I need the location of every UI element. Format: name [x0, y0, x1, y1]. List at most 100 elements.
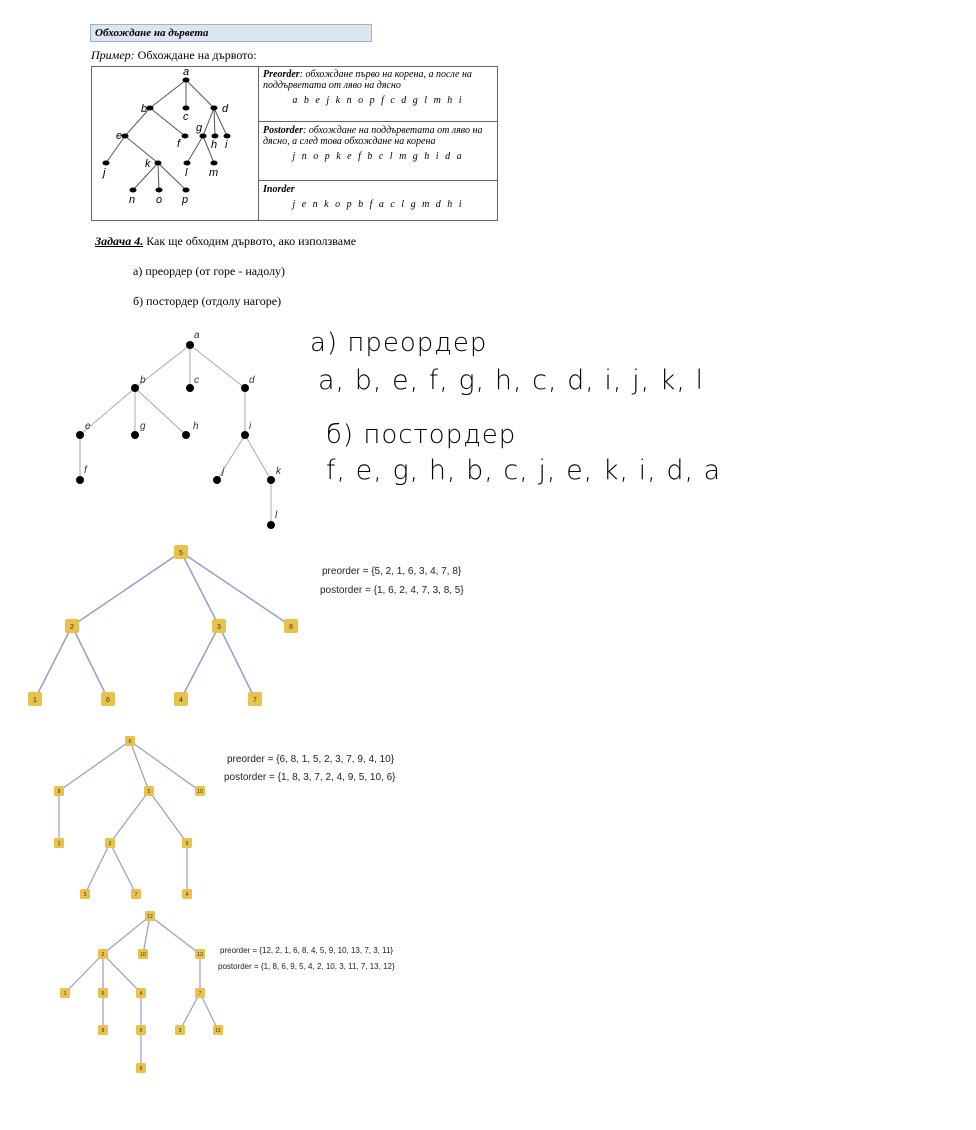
tree-node — [195, 786, 205, 796]
tree3-preorder: preorder = {12, 2, 1, 6, 8, 4, 5, 9, 10,… — [220, 946, 394, 955]
tree-node — [131, 431, 139, 439]
node-label: k — [276, 466, 282, 477]
tree1-postorder: postorder = {1, 6, 2, 4, 7, 3, 8, 5} — [320, 585, 464, 596]
tree-node — [65, 619, 79, 633]
tree1-preorder: preorder = {5, 2, 1, 6, 3, 4, 7, 8} — [322, 566, 462, 577]
tree-node — [105, 838, 115, 848]
node-label: e — [116, 130, 122, 142]
node-label: 1 — [33, 697, 37, 704]
tree-node — [54, 838, 64, 848]
task-title: Задача 4. — [95, 234, 144, 248]
tree-node — [76, 431, 84, 439]
tree-node — [138, 949, 148, 959]
inorder-name: Inorder — [263, 184, 295, 195]
node-label: 6 — [129, 739, 132, 745]
tree3-diagram: 12 2 10 13 1 6 4 7 8 5 3 11 9 — [60, 911, 223, 1073]
tree-node — [145, 911, 155, 921]
node-label: e — [85, 421, 91, 432]
node-label: f — [84, 465, 88, 476]
tree-node — [102, 160, 110, 166]
node-label: a — [183, 67, 189, 78]
tree-node — [136, 1025, 146, 1035]
node-label: 7 — [199, 991, 202, 997]
tree3-postorder: postorder = {1, 8, 6, 9, 5, 4, 2, 10, 3,… — [218, 962, 395, 971]
node-label: 8 — [289, 624, 293, 631]
tree-node — [182, 77, 190, 83]
tree-node — [183, 160, 191, 166]
node-label: 9 — [186, 841, 189, 847]
preorder-desc: : обхождане първо на корена, а после на … — [263, 69, 472, 91]
task-tree-diagram: a b c d e f g h i j k l — [76, 330, 282, 529]
node-label: 6 — [106, 697, 110, 704]
tree-node — [54, 786, 64, 796]
tree-node — [212, 619, 226, 633]
node-label: 11 — [215, 1028, 220, 1034]
tree-node — [174, 692, 188, 706]
tree-node — [125, 736, 135, 746]
node-label: 8 — [102, 1028, 105, 1034]
example-table: a b c d e f g h i j k l m n o p Preorder… — [91, 66, 498, 221]
tree-node — [155, 187, 163, 193]
node-label: 4 — [179, 697, 183, 704]
node-label: o — [156, 194, 162, 206]
task-option-a: а) преордер (от горе - надолу) — [133, 264, 286, 278]
postorder-name: Postorder — [263, 125, 303, 136]
tree-node — [223, 133, 231, 139]
node-label: 2 — [102, 952, 105, 958]
tree2-preorder: preorder = {6, 8, 1, 5, 2, 3, 7, 9, 4, 1… — [227, 754, 395, 765]
tree-node — [136, 1063, 146, 1073]
tree-node — [210, 105, 218, 111]
node-label: l — [185, 167, 188, 179]
tree-node — [154, 160, 162, 166]
node-label: 8 — [58, 789, 61, 795]
node-label: j — [101, 167, 106, 179]
tree-node — [210, 160, 218, 166]
node-label: 5 — [179, 550, 183, 557]
tree-node — [182, 838, 192, 848]
node-label: b — [140, 375, 146, 386]
tree-node — [182, 105, 190, 111]
node-label: 3 — [84, 892, 87, 898]
inorder-row: Inorder j e n k o p b f a c l g m d h i — [259, 182, 497, 220]
node-label: 4 — [140, 991, 143, 997]
tree-node — [267, 476, 275, 484]
preorder-seq: a b e j k n o p f c d g l m h i — [292, 95, 464, 106]
tree-node — [174, 545, 188, 559]
tree-node — [181, 133, 189, 139]
node-label: 7 — [135, 892, 138, 898]
node-label: 10 — [197, 789, 203, 795]
tree-node — [186, 341, 194, 349]
tree-node — [146, 105, 154, 111]
handwritten-a-title: а) преордер — [310, 328, 488, 358]
node-label: l — [275, 510, 278, 521]
tree-node — [121, 133, 129, 139]
section-title: Обхождане на дървета — [90, 24, 372, 42]
example-tree-diagram: a b c d e f g h i j k l m n o p — [101, 66, 231, 206]
handwritten-b-title: б) постордер — [326, 420, 517, 450]
tree-node — [284, 619, 298, 633]
tree-node — [175, 1025, 185, 1035]
preorder-name: Preorder — [263, 69, 300, 80]
tree-node — [211, 133, 219, 139]
node-label: f — [177, 138, 181, 150]
example-label: Пример: — [91, 48, 135, 62]
node-label: 13 — [197, 952, 203, 958]
tree-node — [28, 692, 42, 706]
inorder-seq: j e n k o p b f a c l g m d h i — [292, 199, 464, 210]
node-label: 7 — [253, 697, 257, 704]
node-label: h — [211, 139, 217, 151]
tree2-diagram: 6 8 5 10 1 2 9 3 7 4 — [54, 736, 205, 899]
tree-node — [101, 692, 115, 706]
node-label: d — [249, 375, 255, 386]
tree-node — [248, 692, 262, 706]
example-text: Обхождане на дървото: — [137, 48, 257, 62]
handwritten-a-seq: a, b, e, f, g, h, c, d, i, j, k, l — [318, 365, 705, 396]
tree-node — [195, 949, 205, 959]
node-label: 3 — [217, 624, 221, 631]
tree-node — [182, 187, 190, 193]
tree-node — [131, 889, 141, 899]
node-label: 2 — [109, 841, 112, 847]
tree-node — [98, 988, 108, 998]
node-label: p — [181, 194, 188, 206]
task-option-b: б) постордер (отдолу нагоре) — [133, 294, 282, 308]
